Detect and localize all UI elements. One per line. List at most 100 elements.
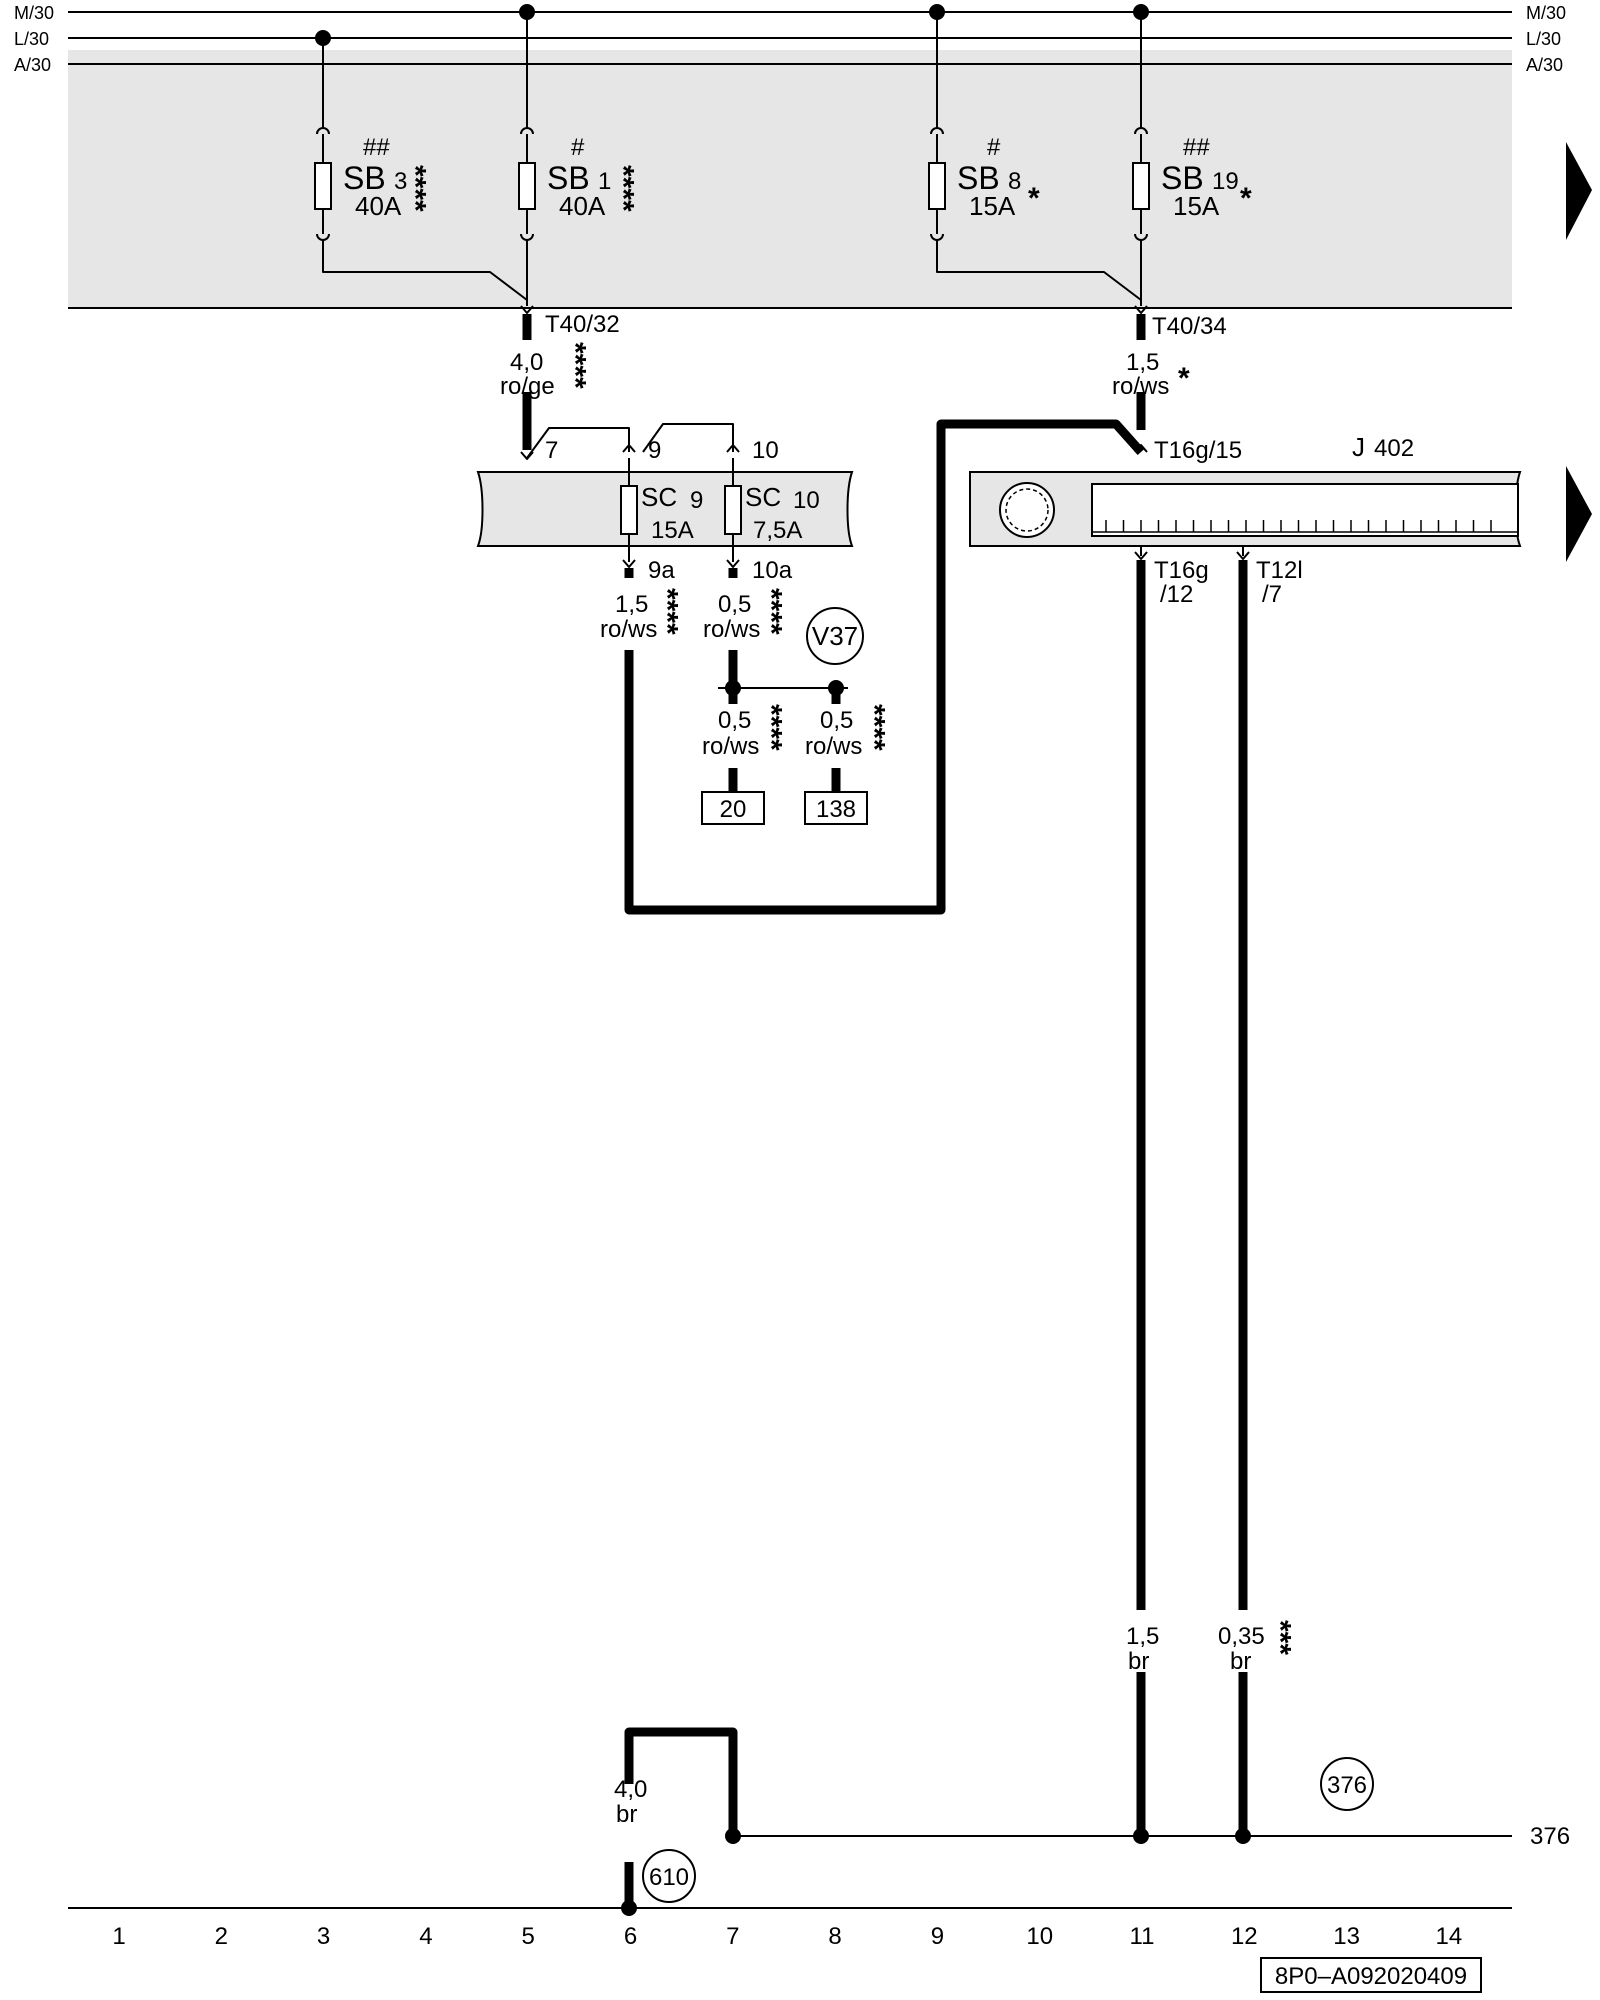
wire-w5-size: 0,5 bbox=[718, 707, 751, 734]
ground-610-callout bbox=[642, 1849, 696, 1903]
wire-w3-asterisks: **** bbox=[651, 588, 684, 635]
connector-arrow bbox=[1236, 551, 1250, 560]
fuse-sc9-name: SC bbox=[641, 482, 677, 512]
wire-w8-asterisks: *** bbox=[1264, 1620, 1297, 1655]
wire-w2-asterisks: * bbox=[1178, 362, 1190, 395]
column-number-3: 3 bbox=[317, 1923, 330, 1950]
fuse-sb3-rating: 40A bbox=[355, 191, 402, 221]
wire-w3-color: ro/ws bbox=[600, 616, 657, 643]
wire-w3-size: 1,5 bbox=[615, 591, 648, 618]
connector-arrow bbox=[1134, 551, 1148, 560]
fuse-carrier-main-panel bbox=[68, 50, 1512, 308]
wire-w4-color: ro/ws bbox=[703, 616, 760, 643]
fuse-sb19-asterisks: * bbox=[1240, 182, 1252, 215]
fuse-sc10 bbox=[724, 458, 742, 562]
wire-w2-color: ro/ws bbox=[1112, 373, 1169, 400]
column-number-5: 5 bbox=[522, 1923, 535, 1950]
column-number-14: 14 bbox=[1436, 1923, 1463, 1950]
column-number-2: 2 bbox=[215, 1923, 228, 1950]
connector-t12l-7-label-b: /7 bbox=[1262, 581, 1282, 608]
wire-w6-size: 0,5 bbox=[820, 707, 853, 734]
fuse-sb8-mark: # bbox=[987, 134, 1001, 161]
connector-t16g-15-label: T16g/15 bbox=[1154, 437, 1242, 464]
v37-callout bbox=[806, 607, 864, 665]
ref-box-20-label: 20 bbox=[720, 796, 747, 823]
wire-sb3-feed bbox=[322, 38, 528, 301]
column-number-4: 4 bbox=[419, 1923, 432, 1950]
fuse-sb19-name: SB bbox=[1161, 160, 1204, 196]
pin-7-label: 7 bbox=[545, 437, 558, 464]
column-number-9: 9 bbox=[931, 1923, 944, 1950]
component-j402-name: J bbox=[1352, 432, 1365, 462]
column-number-12: 12 bbox=[1231, 1923, 1258, 1950]
connector-arrow bbox=[520, 451, 534, 460]
ref-box-20 bbox=[701, 791, 765, 825]
fuse-sc10-name: SC bbox=[745, 482, 781, 512]
rail-label-left-m30: M/30 bbox=[14, 3, 54, 23]
connector-t40-32-label: T40/32 bbox=[545, 311, 620, 338]
fuse-sb8-number: 8 bbox=[1008, 168, 1021, 195]
wire-w7-size: 1,5 bbox=[1126, 1623, 1159, 1650]
fuse-sb3-asterisks: **** bbox=[399, 165, 432, 212]
wire-w1-color: ro/ge bbox=[500, 373, 555, 400]
wire-sc-bridge bbox=[526, 423, 734, 459]
wire-w9-color: br bbox=[616, 1801, 637, 1828]
fuse-sb19 bbox=[1132, 127, 1150, 241]
fuse-sc9-rating: 15A bbox=[651, 517, 694, 544]
fuse-sb1-mark: # bbox=[571, 134, 585, 161]
wire-w1-asterisks: **** bbox=[559, 342, 592, 389]
fuse-sb1-asterisks: **** bbox=[607, 165, 640, 212]
ref-box-138 bbox=[804, 791, 868, 825]
j402-display-knob-inner bbox=[1005, 488, 1049, 532]
column-number-8: 8 bbox=[828, 1923, 841, 1950]
wire-w8-size: 0,35 bbox=[1218, 1623, 1265, 1650]
fuse-sb8-rating: 15A bbox=[969, 191, 1016, 221]
document-id: 8P0–A092020409 bbox=[1275, 1963, 1467, 1990]
ground-376-callout bbox=[1320, 1757, 1374, 1811]
fuse-sc9 bbox=[620, 458, 638, 562]
connector-arrow bbox=[622, 444, 636, 453]
ref-box-138-label: 138 bbox=[816, 796, 856, 823]
wire-w4-size: 0,5 bbox=[718, 591, 751, 618]
rail-label-left-a30: A/30 bbox=[14, 55, 51, 75]
fuse-sc10-rating: 7,5A bbox=[753, 517, 802, 544]
connector-t16g-12-label-a: T16g bbox=[1154, 557, 1209, 584]
connector-arrow bbox=[1134, 444, 1148, 453]
column-number-10: 10 bbox=[1026, 1923, 1053, 1950]
connector-arrow bbox=[1134, 305, 1148, 314]
connector-t16g-12-label-b: /12 bbox=[1160, 581, 1193, 608]
fuse-sb8-asterisks: * bbox=[1028, 182, 1040, 215]
fuse-sb3-mark: ## bbox=[363, 134, 390, 161]
wire-w9-size: 4,0 bbox=[614, 1776, 647, 1803]
fuse-sb8-name: SB bbox=[957, 160, 1000, 196]
page-continuation-arrow bbox=[1566, 466, 1592, 562]
column-number-7: 7 bbox=[726, 1923, 739, 1950]
wire-w2-size: 1,5 bbox=[1126, 349, 1159, 376]
rail-label-right-m30: M/30 bbox=[1526, 3, 1566, 23]
fuse-sb19-number: 19 bbox=[1212, 168, 1239, 195]
rail-label-right-a30: A/30 bbox=[1526, 55, 1563, 75]
connector-t12l-7-label-a: T12l bbox=[1256, 557, 1303, 584]
v37-label: V37 bbox=[812, 621, 858, 651]
wire-sb8-feed bbox=[936, 12, 1142, 301]
column-number-1: 1 bbox=[112, 1923, 125, 1950]
column-number-6: 6 bbox=[624, 1923, 637, 1950]
column-number-11: 11 bbox=[1130, 1923, 1155, 1950]
fuse-carrier-sc-panel bbox=[476, 471, 854, 547]
wire-w6-color: ro/ws bbox=[805, 733, 862, 760]
fuse-sc9-number: 9 bbox=[690, 487, 703, 514]
wire-w1-size: 4,0 bbox=[510, 349, 543, 376]
connector-arrow bbox=[520, 305, 534, 314]
j402-scale-ticks bbox=[1092, 520, 1518, 533]
wire-w5-color: ro/ws bbox=[702, 733, 759, 760]
fuse-sb1-number: 1 bbox=[598, 168, 611, 195]
pin-9a-label: 9a bbox=[648, 557, 675, 584]
page-continuation-arrow bbox=[1566, 142, 1592, 240]
j402-display-scale bbox=[1091, 483, 1519, 537]
fuse-sb3-name: SB bbox=[343, 160, 386, 196]
wire-w5-asterisks: **** bbox=[755, 704, 788, 751]
column-number-13: 13 bbox=[1333, 1923, 1360, 1950]
connector-arrow bbox=[726, 444, 740, 453]
